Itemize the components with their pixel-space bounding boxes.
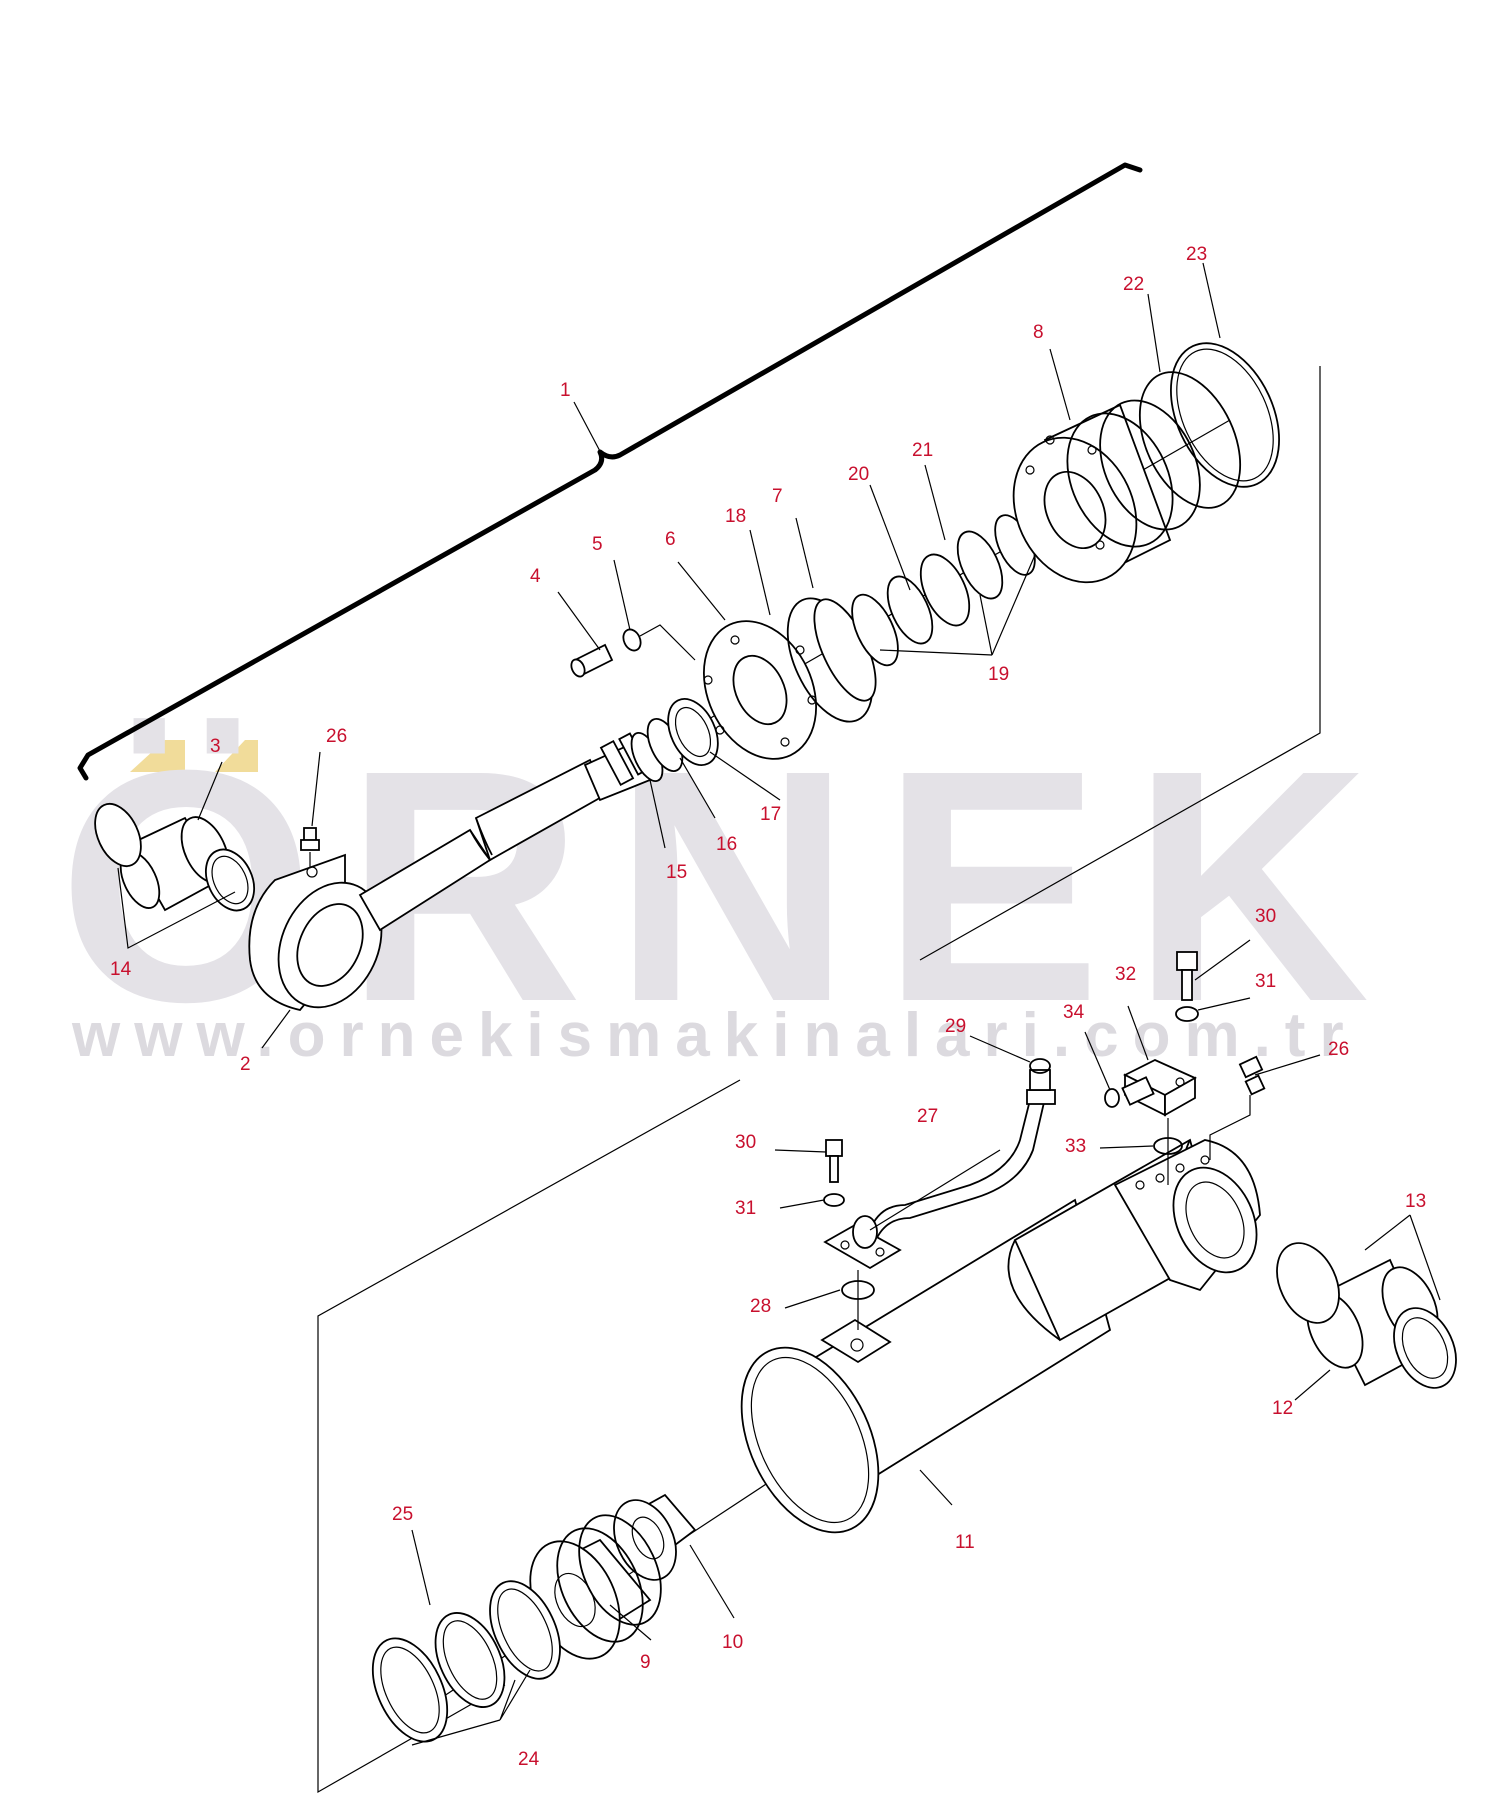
callout-17: 17 — [760, 804, 781, 825]
callout-7: 7 — [772, 486, 783, 507]
watermark-accent-right — [215, 740, 258, 772]
bolt-4 — [570, 643, 614, 678]
callout-25: 25 — [392, 1504, 413, 1525]
callout-4: 4 — [530, 566, 541, 587]
callout-21: 21 — [912, 440, 933, 461]
callout-26a: 26 — [326, 726, 347, 747]
watermark-accent-left — [130, 740, 185, 772]
callout-26b: 26 — [1328, 1039, 1349, 1060]
washer-31a — [823, 1193, 845, 1207]
callout-20: 20 — [848, 464, 869, 485]
callout-13: 13 — [1405, 1191, 1426, 1212]
callout-18: 18 — [725, 506, 746, 527]
callout-34: 34 — [1063, 1002, 1085, 1023]
watermark-url: www.ornekismakinalari.com.tr — [71, 1001, 1358, 1070]
callout-23: 23 — [1186, 244, 1207, 265]
callout-33: 33 — [1065, 1136, 1086, 1157]
pipe-27-fitting — [1026, 1069, 1056, 1105]
dust-seal-14b — [205, 848, 255, 912]
seal-13b — [1393, 1307, 1457, 1389]
seal-20 — [886, 575, 934, 645]
flange-6 — [703, 620, 817, 760]
callout-6: 6 — [665, 529, 676, 550]
seal-19a — [851, 593, 899, 667]
washer-5 — [622, 628, 642, 652]
grease-fitting-26b — [1209, 1055, 1266, 1160]
callout-22: 22 — [1123, 274, 1144, 295]
callout-5: 5 — [592, 534, 603, 555]
callout-labels: 1 2 3 4 5 6 7 8 9 10 11 12 13 14 15 16 1… — [110, 244, 1426, 1770]
washer-31b — [1175, 1006, 1199, 1022]
callout-11: 11 — [955, 1532, 975, 1553]
callout-3: 3 — [210, 736, 221, 757]
seal-21 — [919, 553, 971, 627]
seal-25 — [434, 1612, 506, 1708]
callout-29: 29 — [945, 1016, 966, 1037]
assembly-1-bracket — [77, 162, 1143, 781]
pipe-27 — [869, 1079, 1036, 1231]
grease-fitting-26a — [300, 827, 320, 868]
bolt-30a — [825, 1139, 843, 1183]
callout-9: 9 — [640, 1652, 651, 1673]
callout-27: 27 — [917, 1106, 938, 1127]
tube-port-boss — [820, 1318, 892, 1364]
callout-10: 10 — [722, 1632, 743, 1653]
callout-14: 14 — [110, 959, 132, 980]
cylinder-tube-group — [371, 951, 1457, 1743]
seal-13a — [1276, 1242, 1340, 1324]
callout-31b: 31 — [1255, 971, 1276, 992]
callout-2: 2 — [240, 1054, 251, 1075]
ring-24a — [489, 1580, 561, 1680]
tube-end-eye — [1113, 1139, 1261, 1292]
callout-24: 24 — [518, 1749, 540, 1770]
bolt-30b — [1176, 951, 1198, 1001]
cylinder-head-8 — [1012, 399, 1201, 584]
o-ring-29 — [1029, 1058, 1051, 1074]
callout-30a: 30 — [735, 1132, 756, 1153]
ring-24b — [371, 1637, 449, 1743]
piston-rod-group — [94, 342, 1280, 1011]
callout-31a: 31 — [735, 1198, 756, 1219]
callout-32: 32 — [1115, 964, 1136, 985]
pipe-flange-block — [823, 1215, 902, 1270]
callout-16: 16 — [716, 834, 737, 855]
leader-lines — [117, 262, 1441, 1746]
valve-block-32 — [1121, 1059, 1197, 1117]
callout-19: 19 — [988, 664, 1009, 685]
ring-17 — [667, 698, 719, 766]
backup-ring-23 — [1170, 342, 1280, 488]
rod-eye — [248, 853, 383, 1011]
dust-seal-14a — [94, 803, 142, 867]
callout-8: 8 — [1033, 322, 1044, 343]
callout-15: 15 — [666, 862, 687, 883]
bushing-3 — [119, 816, 230, 912]
callout-28: 28 — [750, 1296, 771, 1317]
o-ring-34 — [1104, 1088, 1120, 1108]
callout-30b: 30 — [1255, 906, 1276, 927]
callout-1: 1 — [560, 380, 571, 401]
seal-19b — [956, 530, 1004, 600]
callout-12: 12 — [1272, 1398, 1293, 1419]
o-ring-22 — [1138, 371, 1242, 509]
